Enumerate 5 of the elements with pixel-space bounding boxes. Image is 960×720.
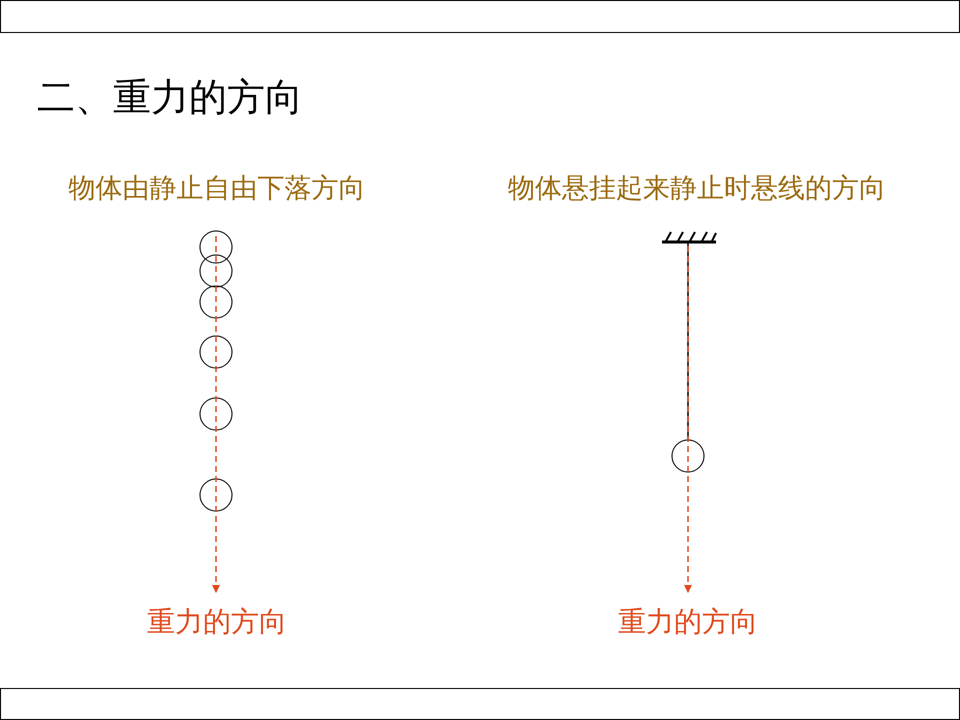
arrow-label: 重力的方向 (147, 604, 287, 640)
slide-title: 二、重力的方向 (37, 74, 303, 121)
caption: 物体由静止自由下落方向 (68, 172, 366, 206)
caption: 物体悬挂起来静止时悬线的方向 (508, 172, 886, 206)
arrow-label: 重力的方向 (618, 604, 758, 640)
